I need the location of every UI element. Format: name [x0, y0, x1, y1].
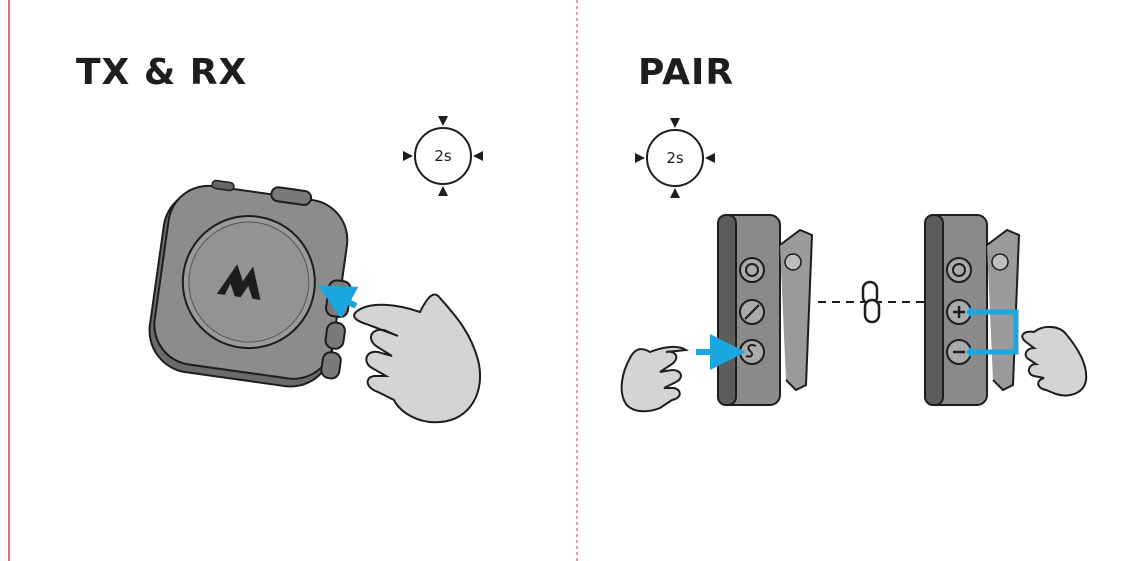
- finger-pointer-icon: [1021, 326, 1088, 397]
- press-arrow: [318, 285, 359, 319]
- finger-pointer-icon: [620, 345, 690, 413]
- timer-label: 2s: [434, 147, 452, 165]
- power-icon: [739, 257, 765, 283]
- panel-title-tx-rx: TX & RX: [76, 52, 248, 93]
- finger-pointer-icon: [353, 293, 481, 424]
- timer-label: 2s: [666, 149, 684, 167]
- receiver-device: [148, 179, 352, 388]
- timer-icon: 2s: [403, 116, 483, 196]
- power-icon: [946, 257, 972, 283]
- brand-logo-icon: [216, 264, 261, 300]
- panel-title-pair: PAIR: [638, 52, 735, 93]
- chain-link-icon: [861, 280, 881, 324]
- mute-mic-icon: [739, 299, 765, 325]
- timer-icon: 2s: [635, 118, 715, 198]
- pair-s-icon: [739, 339, 765, 365]
- plus-icon: [946, 299, 972, 325]
- press-bracket-arrow: [972, 309, 1019, 355]
- transmitter-device: [717, 214, 814, 406]
